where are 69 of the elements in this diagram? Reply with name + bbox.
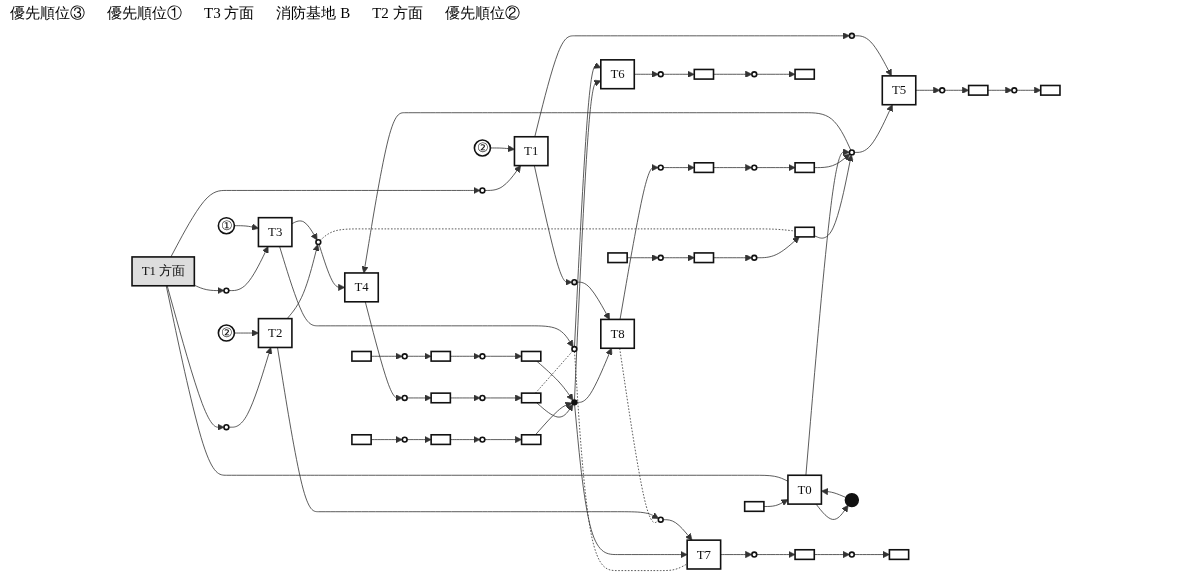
node-circle bbox=[479, 353, 486, 360]
node-circle bbox=[571, 278, 578, 286]
note-text: 優先順位① bbox=[107, 4, 182, 23]
node-circle bbox=[571, 399, 578, 406]
connector bbox=[574, 351, 688, 571]
node-circle bbox=[571, 345, 578, 353]
node-circle bbox=[657, 71, 664, 78]
node-circle bbox=[844, 492, 860, 508]
node-bar bbox=[430, 350, 452, 362]
node-bar bbox=[693, 162, 715, 174]
node-circle bbox=[401, 353, 408, 360]
node-box: T0 bbox=[787, 474, 823, 505]
node-bar bbox=[967, 84, 989, 96]
node-circle: ② bbox=[217, 324, 236, 342]
node-box: T4 bbox=[343, 272, 380, 303]
node-circle bbox=[848, 32, 856, 39]
node-circle bbox=[751, 254, 758, 261]
node-bar bbox=[794, 162, 816, 174]
note-text: 消防基地 B bbox=[276, 4, 351, 23]
node-circle bbox=[479, 436, 486, 443]
node-box: T8 bbox=[600, 318, 636, 350]
node-circle bbox=[848, 149, 856, 156]
connector bbox=[535, 350, 574, 394]
node-circle bbox=[401, 394, 408, 402]
node-circle bbox=[657, 254, 664, 261]
node-bar bbox=[693, 252, 715, 264]
node-circle bbox=[479, 394, 486, 402]
node-box: T5 bbox=[881, 75, 917, 106]
node-bar bbox=[794, 548, 816, 561]
node-box bbox=[743, 500, 765, 513]
node-bar bbox=[430, 434, 452, 446]
node-circle: ① bbox=[217, 216, 236, 235]
node-circle bbox=[657, 164, 664, 171]
node-bar bbox=[520, 392, 542, 404]
node-bar bbox=[794, 226, 816, 238]
node-circle bbox=[1011, 87, 1018, 94]
node-box: T6 bbox=[600, 59, 636, 90]
node-bar bbox=[520, 434, 542, 446]
node-bar bbox=[351, 350, 372, 362]
node-bar bbox=[520, 350, 542, 362]
node-circle: ② bbox=[473, 139, 492, 157]
node-circle bbox=[848, 551, 856, 558]
node-circle bbox=[657, 516, 664, 523]
note-text: T3 方面 bbox=[204, 4, 255, 23]
node-bar bbox=[794, 68, 816, 80]
node-box: T7 bbox=[686, 539, 722, 570]
node-circle bbox=[401, 436, 408, 443]
note-text: T2 方面 bbox=[372, 4, 423, 23]
node-bar bbox=[351, 434, 372, 446]
node-circle bbox=[939, 87, 946, 94]
node-circle bbox=[223, 423, 230, 431]
node-circle bbox=[751, 551, 758, 558]
node-box: T3 bbox=[257, 216, 293, 248]
note-text: 優先順位③ bbox=[10, 4, 85, 23]
connector bbox=[319, 228, 796, 241]
node-bar bbox=[607, 252, 628, 264]
node-circle bbox=[751, 71, 758, 78]
node-bar bbox=[888, 548, 910, 561]
note-text: 優先順位② bbox=[444, 4, 520, 23]
node-box: T1 方面 bbox=[131, 256, 196, 287]
node-circle bbox=[315, 238, 322, 246]
node-bar bbox=[1039, 84, 1061, 96]
node-bar bbox=[693, 68, 715, 80]
node-box: T1 bbox=[513, 135, 549, 167]
node-bar bbox=[430, 392, 452, 404]
node-circle bbox=[479, 187, 486, 194]
node-circle bbox=[223, 287, 230, 294]
node-circle bbox=[751, 164, 758, 171]
node-box: T2 bbox=[257, 317, 293, 349]
